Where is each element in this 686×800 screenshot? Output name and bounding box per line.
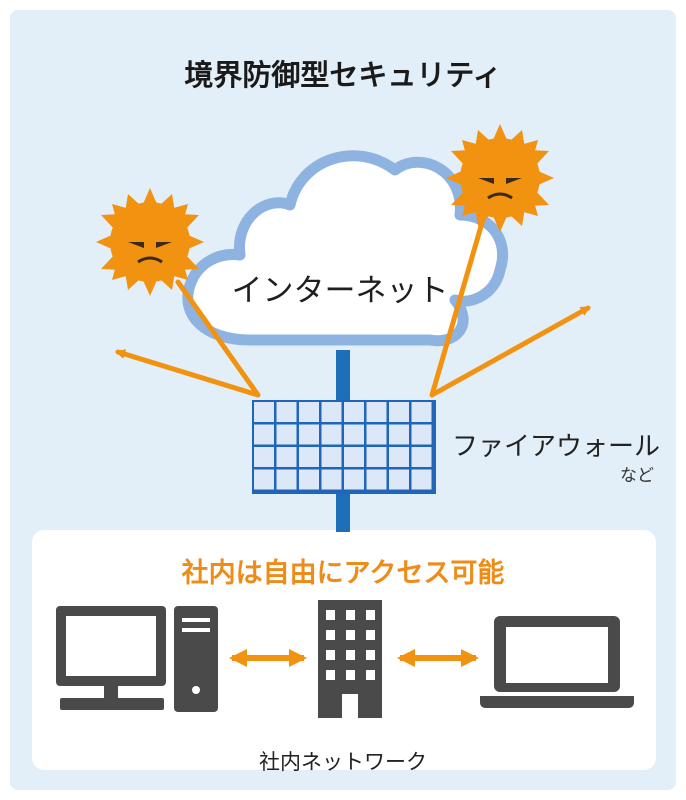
firewall-sub-label: など [620,466,654,486]
cloud-icon [182,150,509,347]
internal-network-label: 社内ネットワーク [259,750,427,774]
building-icon [318,600,382,718]
laptop-icon [480,616,634,708]
internet-label: インターネット [231,273,449,309]
virus-icon [446,124,554,232]
attack-arrow-left [115,279,261,398]
attack-arrow-right [429,213,591,398]
desktop-pc-icon [56,606,218,712]
lan-access-title: 社内は自由にアクセス可能 [181,558,505,589]
diagram-title: 境界防御型セキュリティ [184,58,502,92]
firewall-icon [252,400,436,494]
firewall-label: ファイアウォール [452,432,661,462]
virus-icon [96,188,204,296]
